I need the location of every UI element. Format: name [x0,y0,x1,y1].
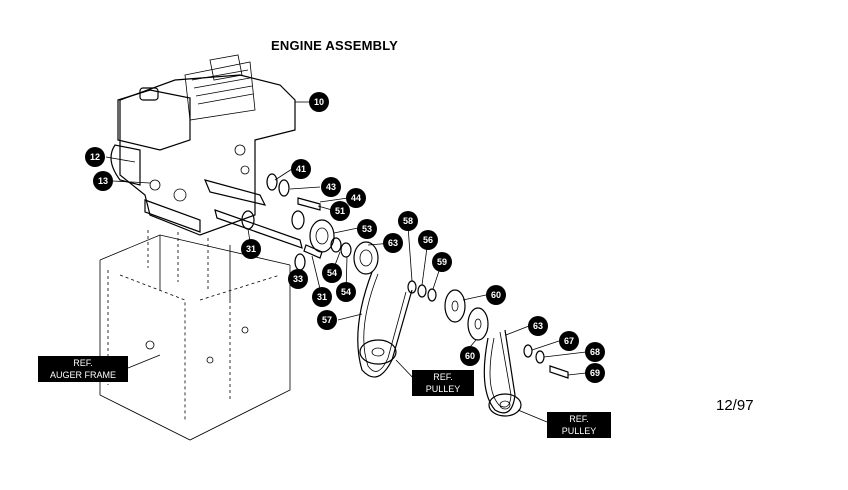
callout-54-lower: 54 [336,282,356,302]
ref-auger-frame-label: REF. AUGER FRAME [38,356,128,382]
callout-58: 58 [398,211,418,231]
callout-60: 60 [486,285,506,305]
date-code: 12/97 [716,397,754,414]
callout-41: 41 [291,159,311,179]
callout-57: 57 [317,310,337,330]
leader-lines [105,101,587,423]
svg-text:10: 10 [314,97,324,107]
svg-text:33: 33 [293,274,303,284]
svg-text:53: 53 [362,224,372,234]
svg-text:60: 60 [465,351,475,361]
ref-pulley-label-1: REF. PULLEY [412,370,474,396]
svg-text:43: 43 [326,182,336,192]
svg-text:56: 56 [423,235,433,245]
svg-text:51: 51 [335,206,345,216]
callout-13: 13 [93,171,113,191]
callout-59: 59 [432,252,452,272]
svg-text:63: 63 [388,238,398,248]
svg-text:63: 63 [533,321,543,331]
svg-text:41: 41 [296,164,306,174]
callout-31: 31 [241,239,261,259]
svg-text:57: 57 [322,315,332,325]
ref-pulley-label-2: REF. PULLEY [547,412,611,438]
svg-text:REF.: REF. [433,372,453,382]
svg-text:54: 54 [341,287,351,297]
callout-68: 68 [585,342,605,362]
callout-63: 63 [383,233,403,253]
svg-text:PULLEY: PULLEY [426,384,461,394]
svg-text:13: 13 [98,176,108,186]
callout-44: 44 [346,188,366,208]
svg-text:60: 60 [491,290,501,300]
callout-54: 54 [322,263,342,283]
callout-10: 10 [309,92,329,112]
svg-text:44: 44 [351,193,361,203]
svg-text:68: 68 [590,347,600,357]
svg-text:AUGER FRAME: AUGER FRAME [50,370,116,380]
callout-31-lower: 31 [312,287,332,307]
callout-53: 53 [357,219,377,239]
svg-text:REF.: REF. [73,358,93,368]
callout-56: 56 [418,230,438,250]
svg-text:31: 31 [246,244,256,254]
svg-text:69: 69 [590,368,600,378]
callout-60-lower: 60 [460,346,480,366]
svg-text:67: 67 [564,336,574,346]
diagram-title: ENGINE ASSEMBLY [271,38,399,53]
callout-12: 12 [85,147,105,167]
callout-33: 33 [288,269,308,289]
callout-67: 67 [559,331,579,351]
svg-text:31: 31 [317,292,327,302]
callout-63-right: 63 [528,316,548,336]
callout-69: 69 [585,363,605,383]
svg-text:PULLEY: PULLEY [562,426,597,436]
callout-bubbles: 10 12 13 41 43 44 51 53 58 56 63 59 31 3… [85,92,605,383]
callout-51: 51 [330,201,350,221]
svg-text:59: 59 [437,257,447,267]
callout-43: 43 [321,177,341,197]
svg-text:54: 54 [327,268,337,278]
auger-frame-outline [99,230,291,441]
engine-block [110,54,303,249]
svg-text:REF.: REF. [569,414,589,424]
pulleys-and-hardware [241,173,569,417]
svg-text:58: 58 [403,216,413,226]
svg-text:12: 12 [90,152,100,162]
